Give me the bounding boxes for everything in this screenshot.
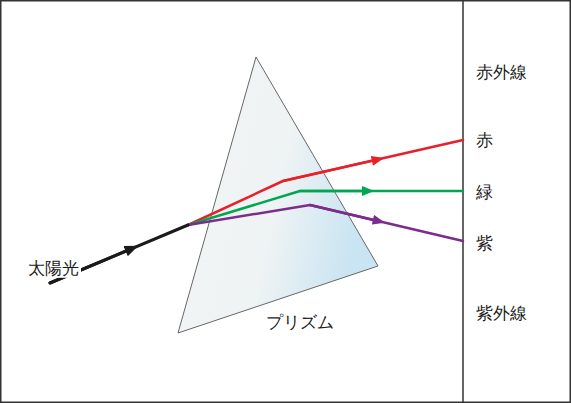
green-ray bbox=[188, 191, 463, 225]
purple-ray-arrow bbox=[310, 205, 379, 221]
color-label: 紫 bbox=[474, 233, 495, 253]
color-label: 緑 bbox=[474, 182, 495, 202]
band-label: 紫外線 bbox=[474, 303, 529, 323]
prism-label: プリズム bbox=[264, 312, 336, 332]
red-ray-arrow bbox=[283, 159, 378, 181]
green-ray-arrow bbox=[300, 190, 368, 193]
red-ray bbox=[188, 140, 463, 225]
color-label: 赤 bbox=[474, 130, 495, 150]
prism-shape bbox=[178, 57, 378, 333]
purple-ray bbox=[188, 205, 463, 241]
band-label: 赤外線 bbox=[474, 62, 529, 82]
screen-line bbox=[462, 1, 464, 402]
light-label: 太陽光 bbox=[26, 258, 81, 278]
